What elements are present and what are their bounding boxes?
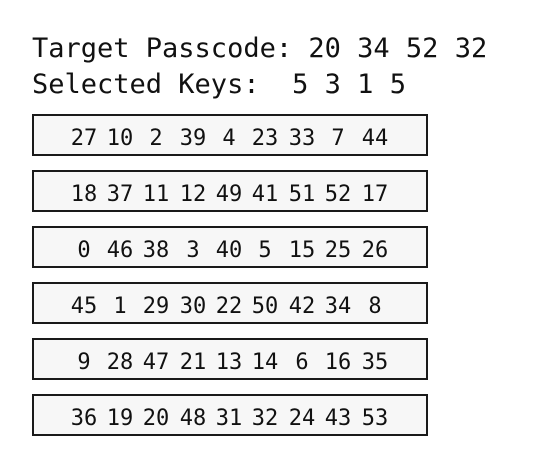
key-r4-c2[interactable]: 1 [113, 294, 127, 319]
key-row-5: 9 28 47 21 13 14 6 16 35 [32, 338, 428, 380]
key-r2-c7[interactable]: 51 [288, 182, 316, 207]
key-r2-c4[interactable]: 12 [179, 182, 207, 207]
key-r2-c8[interactable]: 52 [324, 182, 352, 207]
key-r1-c1[interactable]: 27 [70, 126, 98, 151]
target-code-3: 52 [405, 33, 439, 64]
key-r2-c1[interactable]: 18 [70, 182, 98, 207]
key-r3-c2[interactable]: 46 [106, 238, 134, 263]
key-r4-c7[interactable]: 42 [288, 294, 316, 319]
key-r6-c6[interactable]: 32 [251, 406, 279, 431]
target-code-1: 20 [308, 33, 341, 64]
selected-keys-label: Selected Keys: [32, 69, 260, 100]
target-code-4: 32 [454, 33, 488, 64]
key-r5-c2[interactable]: 28 [106, 350, 134, 375]
target-code-2: 34 [357, 33, 390, 64]
key-r6-c8[interactable]: 43 [324, 406, 352, 431]
key-r3-c9[interactable]: 26 [361, 238, 389, 263]
key-r3-c3[interactable]: 38 [142, 238, 170, 263]
selected-key-4: 5 [389, 69, 406, 100]
selected-key-1: 5 [292, 69, 309, 100]
key-r2-c3[interactable]: 11 [142, 182, 170, 207]
key-r2-c6[interactable]: 41 [251, 182, 279, 207]
key-r4-c4[interactable]: 30 [179, 294, 207, 319]
key-r1-c4[interactable]: 39 [179, 126, 207, 151]
key-r6-c2[interactable]: 19 [106, 406, 134, 431]
selected-key-3: 1 [357, 69, 374, 100]
key-r6-c1[interactable]: 36 [70, 406, 98, 431]
key-r4-c6[interactable]: 50 [251, 294, 279, 319]
key-r5-c5[interactable]: 13 [215, 350, 243, 375]
key-r6-c7[interactable]: 24 [288, 406, 316, 431]
key-r1-c9[interactable]: 44 [361, 126, 389, 151]
key-r4-c1[interactable]: 45 [70, 294, 98, 319]
key-r5-c6[interactable]: 14 [251, 350, 279, 375]
key-r5-c7[interactable]: 6 [295, 350, 309, 375]
key-row-3: 0 46 38 3 40 5 15 25 26 [32, 226, 428, 268]
target-passcode-line: Target Passcode: 20 34 52 32 [32, 32, 487, 66]
key-r6-c9[interactable]: 53 [361, 406, 389, 431]
key-r2-c5[interactable]: 49 [215, 182, 243, 207]
key-r5-c4[interactable]: 21 [179, 350, 207, 375]
key-r4-c3[interactable]: 29 [142, 294, 170, 319]
key-r3-c6[interactable]: 5 [258, 238, 272, 263]
key-r1-c5[interactable]: 4 [222, 126, 236, 151]
key-r3-c5[interactable]: 40 [215, 238, 243, 263]
key-r1-c3[interactable]: 2 [149, 126, 163, 151]
key-r5-c3[interactable]: 47 [142, 350, 170, 375]
key-r5-c9[interactable]: 35 [361, 350, 389, 375]
key-r2-c9[interactable]: 17 [361, 182, 389, 207]
key-r4-c5[interactable]: 22 [215, 294, 243, 319]
key-r6-c5[interactable]: 31 [215, 406, 243, 431]
target-passcode-label: Target Passcode: [32, 33, 293, 64]
key-r3-c4[interactable]: 3 [186, 238, 200, 263]
key-row-6: 36 19 20 48 31 32 24 43 53 [32, 394, 428, 436]
key-r3-c7[interactable]: 15 [288, 238, 316, 263]
key-r3-c8[interactable]: 25 [324, 238, 352, 263]
key-r4-c9[interactable]: 8 [368, 294, 382, 319]
key-r3-c1[interactable]: 0 [77, 238, 91, 263]
key-r1-c6[interactable]: 23 [251, 126, 279, 151]
key-r1-c2[interactable]: 10 [106, 126, 134, 151]
key-row-2: 18 37 11 12 49 41 51 52 17 [32, 170, 428, 212]
key-r5-c8[interactable]: 16 [324, 350, 352, 375]
key-row-4: 45 1 29 30 22 50 42 34 8 [32, 282, 428, 324]
key-r1-c7[interactable]: 33 [288, 126, 316, 151]
key-r4-c8[interactable]: 34 [324, 294, 352, 319]
selected-key-2: 3 [324, 69, 341, 100]
key-r5-c1[interactable]: 9 [77, 350, 91, 375]
key-r2-c2[interactable]: 37 [106, 182, 134, 207]
key-r6-c4[interactable]: 48 [179, 406, 207, 431]
key-r1-c8[interactable]: 7 [331, 126, 345, 151]
key-r6-c3[interactable]: 20 [142, 406, 170, 431]
key-row-1: 27 10 2 39 4 23 33 7 44 [32, 114, 428, 156]
selected-keys-line: Selected Keys: 5 3 1 5 [32, 68, 406, 102]
